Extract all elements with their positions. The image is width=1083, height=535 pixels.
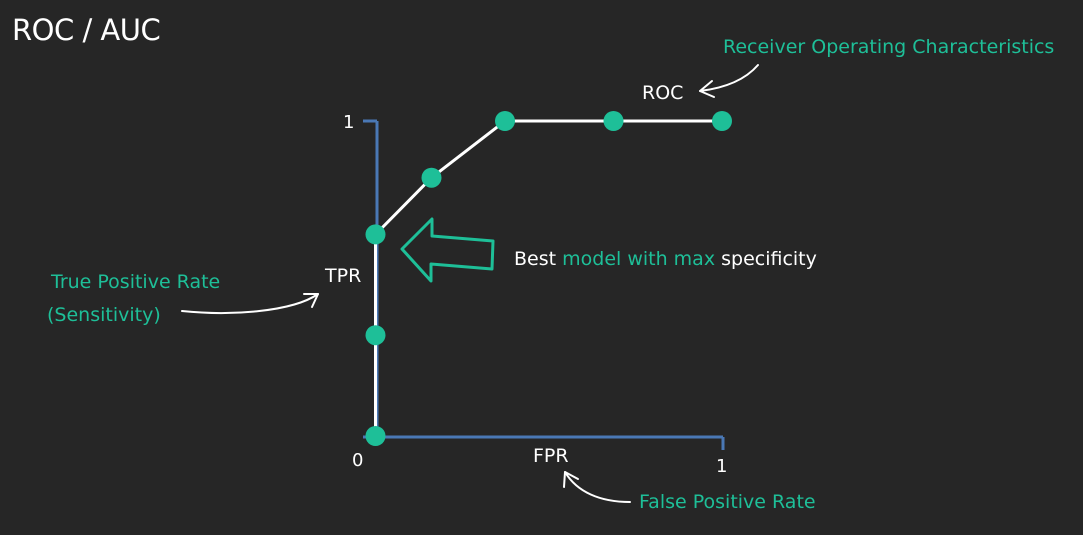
best-model-note-part1: Best (514, 248, 562, 270)
tpr-arrow-head-icon (303, 293, 319, 308)
fpr-arrow-icon (564, 471, 631, 503)
y-axis-label: TPR (324, 265, 361, 287)
x-tick-label-1: 1 (716, 456, 727, 477)
slide-title: ROC / AUC (12, 13, 160, 47)
best-model-note: Best model with max specificity (514, 248, 817, 270)
axes (363, 119, 725, 450)
x-axis-label: FPR (533, 445, 569, 467)
annotation-arrows (181, 64, 759, 503)
series-label-roc: ROC (642, 82, 683, 104)
fpr-full-name: False Positive Rate (639, 491, 816, 513)
roc-point-3 (421, 167, 442, 188)
roc-arrow-head-icon (699, 80, 715, 98)
roc-point-1 (365, 325, 386, 346)
y-tick-label-1: 1 (343, 112, 354, 133)
roc-point-6 (712, 111, 732, 131)
tpr-sensitivity: (Sensitivity) (47, 304, 161, 326)
fpr-arrow-head-icon (563, 471, 579, 488)
roc-point-5 (603, 111, 624, 131)
best-model-note-part3: specificity (715, 248, 817, 270)
roc-point-0 (365, 426, 386, 446)
roc-full-name: Receiver Operating Characteristics (723, 36, 1054, 58)
roc-arrow-icon (699, 64, 759, 92)
roc-points (365, 111, 732, 446)
best-model-note-part2: model with max (562, 248, 715, 270)
x-tick-label-0: 0 (352, 450, 363, 471)
best-point-arrow-icon (400, 217, 495, 283)
roc-point-2 (365, 224, 386, 245)
roc-point-4 (495, 111, 515, 131)
tpr-full-name: True Positive Rate (50, 271, 220, 293)
tpr-arrow-icon (181, 293, 319, 314)
